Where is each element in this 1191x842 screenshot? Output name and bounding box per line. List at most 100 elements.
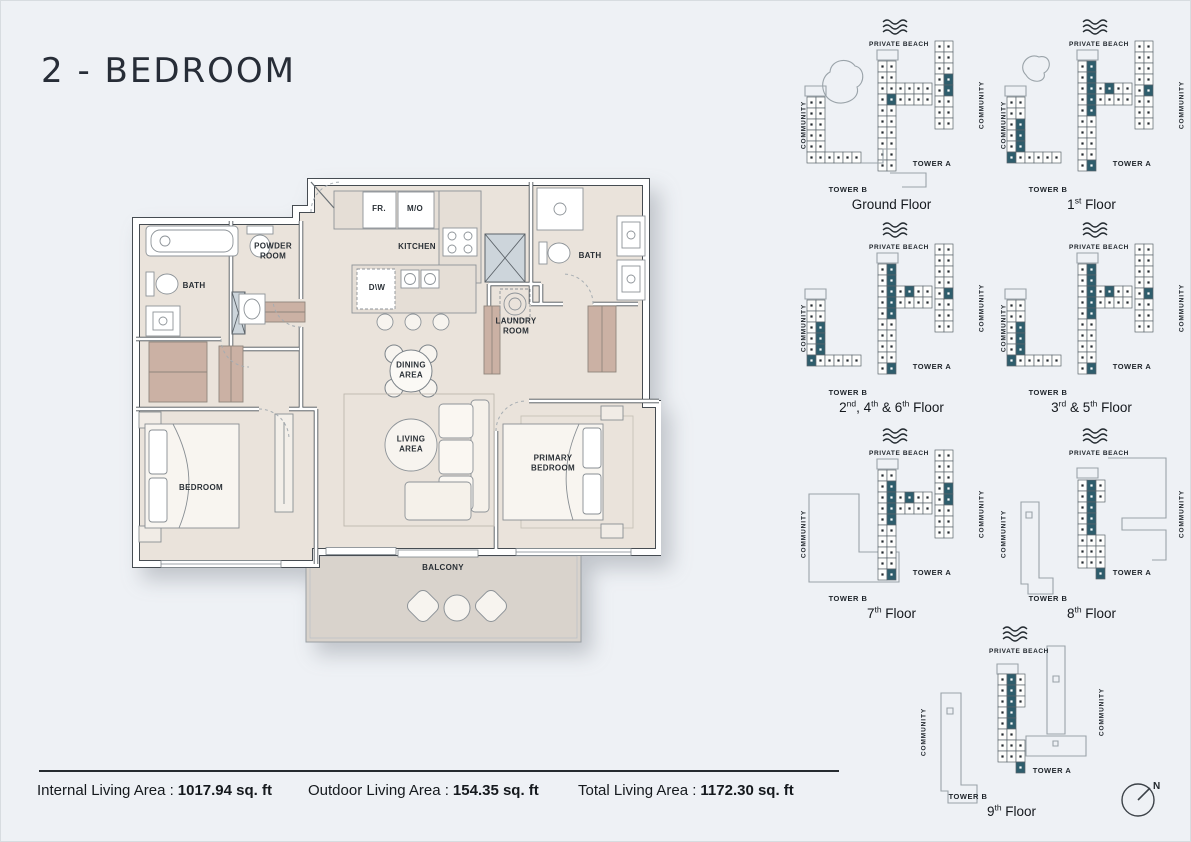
bedroom-furniture bbox=[138, 411, 294, 543]
room-label-bath-right: BATH bbox=[578, 250, 602, 260]
kitchen-fixtures bbox=[333, 190, 482, 331]
internal-living-area: Internal Living Area :1017.94 sq. ft bbox=[37, 782, 272, 799]
private-beach-label: PRIVATE BEACH bbox=[1069, 222, 1129, 252]
floor-label-f7: 7th Floor bbox=[866, 604, 917, 621]
powder-room-fixtures bbox=[238, 225, 274, 325]
key-plan-buildings bbox=[808, 449, 954, 583]
private-beach-text: PRIVATE BEACH bbox=[1069, 450, 1129, 457]
tower-b-label: TOWER B bbox=[1028, 388, 1068, 397]
room-label-primary-bedroom: PRIMARY BEDROOM bbox=[531, 453, 575, 473]
private-beach-label: PRIVATE BEACH bbox=[869, 19, 929, 49]
tower-a-label: TOWER A bbox=[912, 159, 952, 168]
key-plan-graphic bbox=[804, 40, 954, 188]
key-plan-graphic bbox=[940, 645, 1087, 804]
internal-living-area-value: 1017.94 sq. ft bbox=[177, 782, 272, 799]
private-beach-text: PRIVATE BEACH bbox=[989, 648, 1049, 655]
key-plan-buildings bbox=[1004, 40, 1154, 172]
tower-b-label: TOWER B bbox=[828, 594, 868, 603]
tower-b-label: TOWER B bbox=[948, 792, 988, 801]
entry-door-leaf bbox=[310, 181, 335, 209]
tower-a-label: TOWER A bbox=[1112, 362, 1152, 371]
balcony-furniture bbox=[407, 590, 507, 622]
compass: N bbox=[1121, 781, 1160, 817]
laundry-fixtures bbox=[499, 288, 531, 320]
room-label-bedroom: BEDROOM bbox=[179, 482, 223, 492]
key-plan-graphic bbox=[808, 449, 954, 583]
bath-right-fixtures bbox=[536, 187, 646, 301]
private-beach-label: PRIVATE BEACH bbox=[869, 428, 929, 458]
private-beach-text: PRIVATE BEACH bbox=[869, 244, 929, 251]
summary-divider bbox=[39, 770, 839, 772]
key-plan-f35: PRIVATE BEACH COMMUNITY COMMUNITY TOWER A TO… bbox=[994, 216, 1189, 423]
door-swings bbox=[220, 181, 594, 440]
community-label-right: COMMUNITY bbox=[1178, 80, 1186, 130]
room-label-living: LIVING AREA bbox=[396, 434, 426, 454]
key-plan-buildings bbox=[1020, 457, 1167, 595]
tower-a-label: TOWER A bbox=[1112, 159, 1152, 168]
waves-icon bbox=[1082, 428, 1108, 444]
key-plan-buildings bbox=[1004, 243, 1154, 375]
waves-icon bbox=[882, 19, 908, 35]
room-label-bath-left: BATH bbox=[182, 280, 206, 290]
key-plan-buildings bbox=[940, 645, 1087, 804]
room-label-balcony: BALCONY bbox=[422, 562, 464, 572]
community-label-right: COMMUNITY bbox=[1098, 687, 1106, 737]
waves-icon bbox=[882, 428, 908, 444]
dining-furniture bbox=[384, 344, 438, 398]
floor-label-f246: 2nd, 4th & 6th Floor bbox=[839, 398, 944, 415]
community-label-left: COMMUNITY bbox=[800, 100, 808, 150]
floor-label-f8: 8th Floor bbox=[1066, 604, 1117, 621]
tower-a-label: TOWER A bbox=[912, 362, 952, 371]
page-title: 2 - BEDROOM bbox=[41, 51, 296, 91]
primary-bedroom-furniture bbox=[502, 405, 634, 539]
key-plan-graphic bbox=[1004, 243, 1154, 375]
room-label-laundry: LAUNDRY ROOM bbox=[495, 316, 537, 336]
outdoor-living-area-label: Outdoor Living Area : bbox=[308, 782, 449, 799]
living-furniture bbox=[343, 393, 495, 527]
key-plan-graphic bbox=[1020, 457, 1167, 595]
community-label-left: COMMUNITY bbox=[800, 303, 808, 353]
waves-icon bbox=[882, 222, 908, 238]
tower-a-label: TOWER A bbox=[1112, 568, 1152, 577]
compass-north-label: N bbox=[1153, 781, 1160, 792]
community-label-left: COMMUNITY bbox=[800, 509, 808, 559]
floor-label-ground: Ground Floor bbox=[851, 197, 932, 212]
key-plan-f7: PRIVATE BEACH COMMUNITY COMMUNITY TOWER A TO… bbox=[794, 422, 989, 629]
community-label-right: COMMUNITY bbox=[1178, 283, 1186, 333]
private-beach-label: PRIVATE BEACH bbox=[869, 222, 929, 252]
private-beach-label: PRIVATE BEACH bbox=[1069, 19, 1129, 49]
bath-left-fixtures bbox=[145, 225, 239, 337]
service-shafts bbox=[231, 233, 526, 335]
total-living-area: Total Living Area :1172.30 sq. ft bbox=[578, 782, 794, 799]
floor-label-f9: 9th Floor bbox=[986, 802, 1037, 819]
community-label-left: COMMUNITY bbox=[1000, 509, 1008, 559]
key-plan-buildings bbox=[804, 40, 954, 188]
private-beach-label: PRIVATE BEACH bbox=[1069, 428, 1129, 458]
tower-b-label: TOWER B bbox=[1028, 185, 1068, 194]
private-beach-text: PRIVATE BEACH bbox=[1069, 41, 1129, 48]
tower-b-label: TOWER B bbox=[828, 388, 868, 397]
room-label-powder-room: POWDER ROOM bbox=[254, 241, 292, 261]
key-plan-graphic bbox=[804, 243, 954, 375]
room-label-kitchen: KITCHEN bbox=[398, 241, 436, 251]
private-beach-text: PRIVATE BEACH bbox=[869, 41, 929, 48]
waves-icon bbox=[1002, 626, 1028, 642]
private-beach-text: PRIVATE BEACH bbox=[869, 450, 929, 457]
waves-icon bbox=[1082, 222, 1108, 238]
community-label-left: COMMUNITY bbox=[1000, 303, 1008, 353]
outdoor-living-area: Outdoor Living Area :154.35 sq. ft bbox=[308, 782, 539, 799]
room-label-dining: DINING AREA bbox=[396, 360, 426, 380]
tower-a-label: TOWER A bbox=[912, 568, 952, 577]
community-label-left: COMMUNITY bbox=[920, 707, 928, 757]
windows bbox=[160, 547, 632, 568]
floor-plan-graphic bbox=[132, 178, 661, 643]
community-label-right: COMMUNITY bbox=[978, 489, 986, 539]
floor-label-f35: 3rd & 5th Floor bbox=[1051, 398, 1132, 415]
floor-label-first: 1st Floor bbox=[1067, 195, 1116, 212]
private-beach-text: PRIVATE BEACH bbox=[1069, 244, 1129, 251]
